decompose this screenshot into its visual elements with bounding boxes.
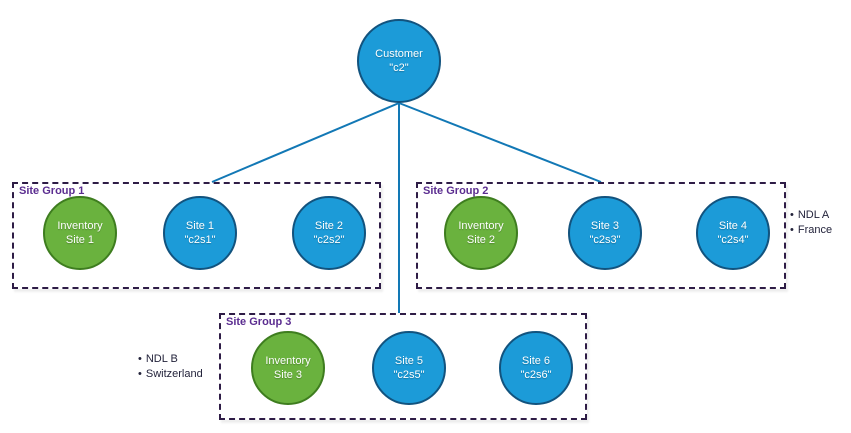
node-line1: Inventory: [458, 220, 504, 232]
node-line1: Site 4: [718, 220, 748, 232]
bullet-icon: •: [138, 368, 142, 380]
inventory-site-2-node: Inventory Site 2: [444, 196, 518, 270]
site-group-3-label: Site Group 3: [226, 316, 292, 328]
node-line2: "c2s5": [393, 369, 425, 381]
site-4-node: Site 4 "c2s4": [696, 196, 770, 270]
site-3-node: Site 3 "c2s3": [568, 196, 642, 270]
node-line1: Site 6: [521, 355, 551, 367]
node-line1: Site 5: [394, 355, 424, 367]
node-line2: Site 3: [273, 369, 303, 381]
node-line1: Inventory: [265, 355, 311, 367]
site-1-node: Site 1 "c2s1": [163, 196, 237, 270]
site-5-node: Site 5 "c2s5": [372, 331, 446, 405]
node-line1: Site 1: [185, 220, 215, 232]
annotation-text: NDL B: [145, 353, 178, 365]
bullet-icon: •: [790, 224, 794, 236]
node-line2: "c2s3": [589, 234, 621, 246]
node-line2: "c2s1": [184, 234, 216, 246]
annotation-text: Switzerland: [145, 368, 203, 380]
inventory-site-1-node: Inventory Site 1: [43, 196, 117, 270]
node-line1: Site 3: [590, 220, 620, 232]
annotation-item: • NDL A: [790, 208, 832, 223]
connector-customer-to-group2: [398, 102, 602, 183]
site-group-1-box: Site Group 1: [12, 182, 381, 289]
node-line2: Site 1: [65, 234, 95, 246]
site-group-1-label: Site Group 1: [19, 185, 85, 197]
annotation-item: • France: [790, 223, 832, 238]
node-line1: Inventory: [57, 220, 103, 232]
node-line2: Site 2: [466, 234, 496, 246]
node-line1: Site 2: [314, 220, 344, 232]
annotation-text: France: [797, 224, 833, 236]
node-line2: "c2s4": [717, 234, 749, 246]
customer-node: Customer "c2": [357, 19, 441, 103]
site-2-node: Site 2 "c2s2": [292, 196, 366, 270]
annotation-text: NDL A: [797, 209, 830, 221]
bullet-icon: •: [138, 353, 142, 365]
group-2-annotations: • NDL A • France: [790, 208, 832, 238]
site-6-node: Site 6 "c2s6": [499, 331, 573, 405]
node-line2: "c2s2": [313, 234, 345, 246]
annotation-item: • Switzerland: [138, 367, 203, 382]
site-group-2-label: Site Group 2: [423, 185, 489, 197]
site-group-3-box: Site Group 3: [219, 313, 587, 420]
customer-name: Customer: [375, 48, 423, 60]
node-line2: "c2s6": [520, 369, 552, 381]
inventory-site-3-node: Inventory Site 3: [251, 331, 325, 405]
group-3-annotations: • NDL B • Switzerland: [138, 352, 203, 382]
customer-code: "c2": [389, 62, 409, 74]
bullet-icon: •: [790, 209, 794, 221]
annotation-item: • NDL B: [138, 352, 203, 367]
site-group-2-box: Site Group 2: [416, 182, 786, 289]
connector-customer-to-group1: [211, 102, 400, 183]
